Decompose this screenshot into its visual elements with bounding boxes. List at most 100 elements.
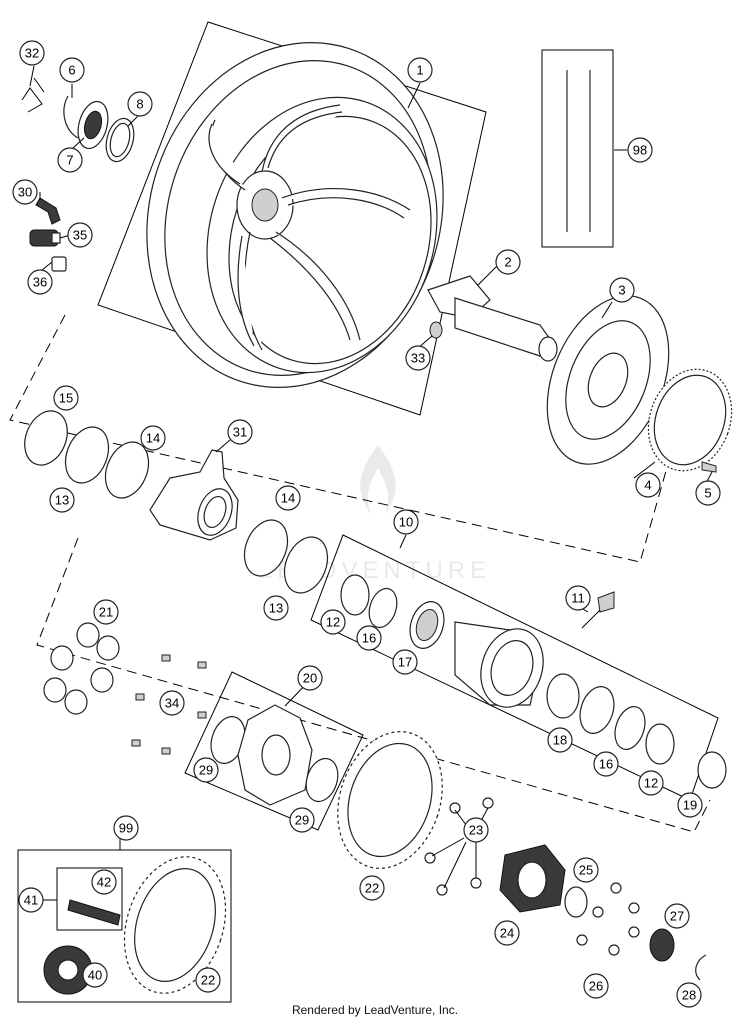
svg-text:13: 13	[269, 601, 283, 616]
callout-31: 31	[227, 419, 253, 445]
callout-17: 17	[392, 649, 418, 675]
hub-assembly-dash	[36, 537, 711, 833]
callout-10: 10	[393, 509, 419, 535]
distance-sleeve	[697, 751, 727, 789]
callout-8: 8	[127, 91, 153, 117]
callout-26: 26	[583, 973, 609, 999]
svg-text:10: 10	[399, 515, 413, 530]
svg-text:18: 18	[553, 733, 567, 748]
callout-99: 99	[113, 815, 139, 841]
svg-text:2: 2	[504, 255, 511, 270]
caliper-carrier	[149, 449, 239, 541]
svg-text:13: 13	[55, 493, 69, 508]
svg-text:30: 30	[18, 185, 32, 200]
damper-rubbers	[43, 622, 120, 715]
sprocket-carrier-frame	[184, 671, 364, 831]
rim-tape-clip	[21, 77, 135, 163]
callout-23: 23	[463, 817, 489, 843]
svg-text:28: 28	[682, 988, 696, 1003]
axle-assembly-dash	[9, 314, 677, 563]
callout-14b: 14	[275, 485, 301, 511]
svg-text:24: 24	[500, 926, 514, 941]
svg-text:99: 99	[119, 821, 133, 836]
callout-5: 5	[695, 480, 721, 506]
svg-text:14: 14	[281, 491, 295, 506]
abs-sensor-ring	[647, 368, 733, 473]
svg-text:27: 27	[670, 909, 684, 924]
callout-4: 4	[635, 472, 661, 498]
callout-33: 33	[405, 345, 431, 371]
callout-1: 1	[407, 57, 433, 83]
svg-text:36: 36	[33, 275, 47, 290]
callout-13b: 13	[263, 595, 289, 621]
callout-3: 3	[609, 277, 635, 303]
svg-text:6: 6	[68, 63, 75, 78]
drive-flange	[499, 844, 566, 913]
callout-42: 42	[91, 869, 117, 895]
svg-text:19: 19	[683, 798, 697, 813]
callout-12a: 12	[320, 609, 346, 635]
svg-text:29: 29	[295, 813, 309, 828]
callout-18: 18	[547, 727, 573, 753]
callouts: 1 2 3 4 5 6 7 8 10 11 12 12 13 13 14 14 …	[12, 40, 721, 1008]
svg-text:29: 29	[199, 763, 213, 778]
wheel-hub	[340, 574, 675, 765]
callout-24: 24	[494, 920, 520, 946]
spacer-rings-mid	[243, 519, 329, 594]
callout-29a: 29	[193, 757, 219, 783]
sprocket-carrier	[210, 704, 339, 806]
callout-6: 6	[59, 57, 85, 83]
callout-12b: 12	[638, 770, 664, 796]
svg-text:26: 26	[589, 979, 603, 994]
chain-kit	[43, 856, 227, 995]
valve-stem	[29, 197, 67, 272]
svg-text:11: 11	[571, 591, 585, 606]
callout-13a: 13	[49, 487, 75, 513]
spacer-rings-left	[24, 410, 150, 499]
svg-text:22: 22	[365, 881, 379, 896]
svg-text:12: 12	[644, 776, 658, 791]
mounting-bolts	[131, 654, 207, 755]
callout-15: 15	[53, 385, 79, 411]
callout-22a: 22	[359, 875, 385, 901]
svg-text:40: 40	[88, 968, 102, 983]
svg-text:15: 15	[59, 391, 73, 406]
rear-sprocket-upper	[337, 731, 443, 869]
svg-text:12: 12	[326, 615, 340, 630]
spoke-group-frame	[541, 49, 614, 248]
svg-text:34: 34	[165, 696, 179, 711]
callout-11: 11	[565, 585, 591, 611]
svg-text:22: 22	[201, 973, 215, 988]
callout-40: 40	[82, 962, 108, 988]
callout-35: 35	[67, 222, 93, 248]
chain-lock-frame	[56, 867, 123, 931]
svg-text:8: 8	[136, 97, 143, 112]
callout-21: 21	[93, 599, 119, 625]
drive-kit-frame	[17, 849, 232, 1003]
callout-22b: 22	[195, 967, 221, 993]
callout-20: 20	[297, 665, 323, 691]
svg-text:4: 4	[644, 478, 651, 493]
rear-axle	[427, 275, 558, 362]
callout-98: 98	[627, 137, 653, 163]
callout-28: 28	[676, 982, 702, 1008]
footer-credit: Rendered by LeadVenture, Inc.	[291, 1003, 459, 1017]
callout-29b: 29	[289, 807, 315, 833]
spoke-set	[566, 70, 591, 232]
svg-text:7: 7	[66, 153, 73, 168]
callout-36: 36	[27, 269, 53, 295]
svg-text:42: 42	[97, 875, 111, 890]
svg-text:21: 21	[99, 605, 113, 620]
svg-text:17: 17	[398, 655, 412, 670]
svg-text:25: 25	[579, 863, 593, 878]
callout-30: 30	[12, 179, 38, 205]
callout-25: 25	[573, 857, 599, 883]
svg-text:98: 98	[633, 143, 647, 158]
callout-34: 34	[159, 690, 185, 716]
svg-text:20: 20	[303, 671, 317, 686]
callout-14a: 14	[140, 425, 166, 451]
callout-27: 27	[664, 903, 690, 929]
svg-text:16: 16	[362, 631, 376, 646]
callout-7: 7	[57, 147, 83, 173]
